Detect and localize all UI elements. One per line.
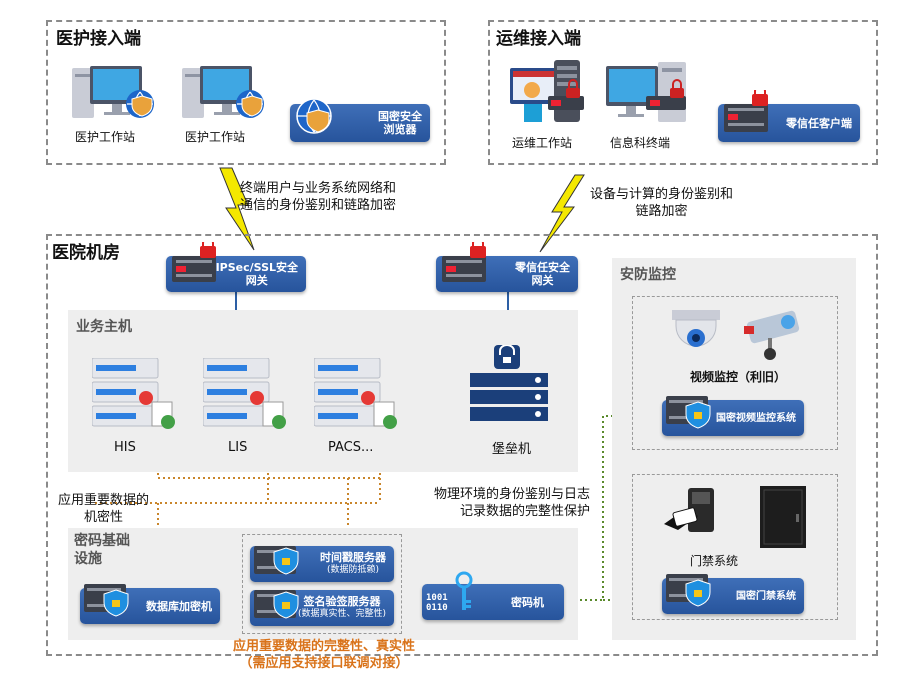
business-hosts-title: 业务主机: [76, 319, 132, 335]
right-link-note: 设备与计算的身份鉴别和 链路加密: [590, 187, 734, 219]
server-lock-icon: [172, 242, 216, 282]
video-monitor-label: 视频监控（利旧）: [690, 370, 787, 384]
zero-trust-client-label: 零信任客户端: [786, 116, 852, 130]
timestamp-server-label: 时间戳服务器: [320, 551, 386, 564]
pacs-label: PACS...: [328, 440, 374, 455]
browser-label-line1: 国密安全: [378, 110, 422, 123]
access-card-icon: [660, 484, 720, 544]
medical-access-title: 医护接入端: [56, 29, 141, 49]
medical-workstation-2-label: 医护工作站: [185, 130, 246, 144]
pacs-server-icon: [313, 357, 404, 430]
access-control-label: 门禁系统: [690, 554, 739, 568]
db-encryptor-device: 数据库加密机: [80, 584, 220, 624]
security-monitor-title: 安防监控: [620, 267, 676, 283]
medical-workstation-icon: [182, 60, 267, 122]
access-system-label: 国密门禁系统: [736, 590, 796, 602]
ipsec-label-line1: IPSec/SSL安全: [215, 261, 298, 274]
server-shield-icon: [666, 396, 711, 429]
lis-label: LIS: [228, 440, 248, 455]
medical-workstation-1-label: 医护工作站: [75, 130, 136, 144]
hospital-room-zone: [46, 234, 878, 656]
his-label: HIS: [114, 440, 136, 455]
zt-gw-label-line2: 网关: [531, 274, 554, 287]
left-link-note: 终端用户与业务系统网络和 通信的身份鉴别和链路加密: [240, 181, 397, 213]
lightning-right-icon: [539, 174, 585, 253]
crypto-servers-group: [242, 534, 402, 634]
globe-shield-icon: [296, 98, 332, 134]
video-camera-icon: [668, 304, 808, 364]
zero-trust-client-device: 零信任客户端: [718, 90, 860, 142]
ipsec-label-line2: 网关: [245, 274, 268, 287]
server-shield-icon: [84, 584, 129, 617]
server-lock-icon: [724, 90, 768, 132]
db-encryptor-label: 数据库加密机: [146, 599, 212, 613]
his-server-icon: [91, 357, 182, 430]
medical-workstation-icon: [72, 60, 157, 122]
secure-browser-device: 国密安全浏览器: [290, 98, 430, 142]
access-cabinet-icon: [760, 486, 808, 550]
video-system-device: 国密视频监控系统: [662, 396, 804, 436]
timestamp-server-device: 时间戳服务器(数据防抵赖): [250, 546, 394, 582]
browser-label-line2: 浏览器: [383, 123, 417, 136]
sign-server-label: 签名验签服务器: [303, 595, 381, 608]
lightning-left-icon: [219, 167, 255, 251]
it-terminal-label: 信息科终端: [610, 136, 671, 150]
video-system-label: 国密视频监控系统: [716, 412, 796, 424]
medical-access-zone: [46, 20, 446, 165]
server-lock-icon: [442, 242, 486, 282]
server-shield-icon: [254, 590, 299, 619]
access-system-device: 国密门禁系统: [662, 574, 804, 614]
zt-gw-label-line1: 零信任安全: [515, 261, 570, 274]
svg-text:1001: 1001: [426, 593, 448, 603]
bastion-label: 堡垒机: [492, 442, 532, 457]
physical-env-note: 物理环境的身份鉴别与日志 记录数据的完整性保护: [434, 487, 591, 519]
crypto-machine-label: 密码机: [511, 595, 544, 609]
server-shield-icon: [666, 574, 711, 607]
sign-server-sub: (数据真实性、完整性): [297, 609, 386, 619]
ops-access-zone: [488, 20, 878, 165]
ops-workstation-label: 运维工作站: [512, 136, 573, 150]
access-group: [632, 474, 838, 620]
it-terminal-icon: [606, 60, 691, 130]
video-group: [632, 296, 838, 450]
ops-access-title: 运维接入端: [496, 29, 581, 49]
confidentiality-note: 应用重要数据的 机密性: [58, 493, 150, 525]
ops-workstation-icon: [508, 58, 588, 130]
zero-trust-gateway: 零信任安全网关: [436, 242, 578, 292]
sign-server-device: 签名验签服务器(数据真实性、完整性): [250, 590, 394, 626]
timestamp-server-sub: (数据防抵赖): [326, 565, 380, 575]
hospital-room-title: 医院机房: [52, 243, 120, 263]
crypto-machine-device: 1001 0110 密码机: [422, 571, 564, 620]
integrity-note: 应用重要数据的完整性、真实性 （需应用支持接口联调对接）: [232, 639, 415, 671]
server-shield-icon: [254, 546, 299, 575]
lis-server-icon: [202, 357, 293, 430]
svg-text:0110: 0110: [426, 603, 448, 613]
crypto-infra-title: 密码基础 设施: [74, 533, 130, 567]
bastion-host-icon: [470, 344, 550, 429]
ipsec-ssl-gateway: IPSec/SSL安全网关: [166, 242, 306, 292]
binary-key-icon: 1001 0110: [426, 571, 473, 613]
